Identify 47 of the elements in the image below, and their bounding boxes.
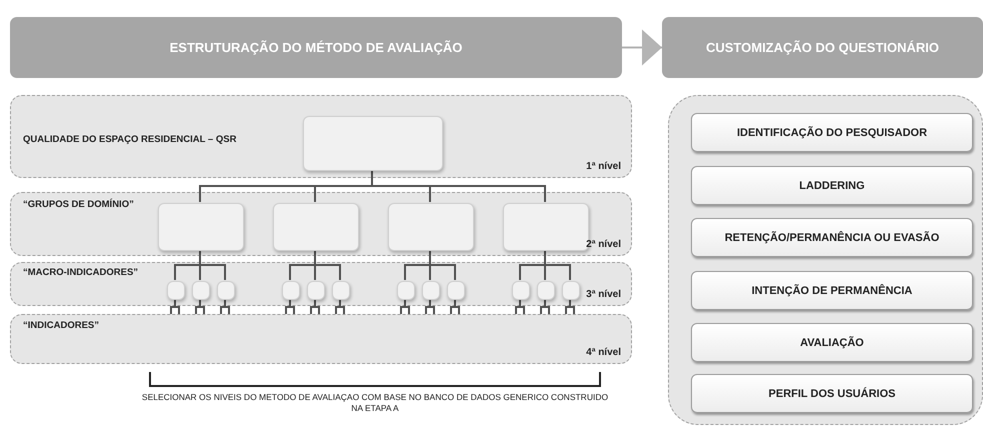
- empty-box: [332, 281, 350, 300]
- empty-box: [512, 281, 530, 300]
- level-title: “MACRO-INDICADORES”: [23, 267, 138, 278]
- empty-box: [273, 203, 359, 251]
- item-box: [691, 166, 973, 205]
- empty-box: [562, 281, 580, 300]
- empty-box: [303, 116, 443, 171]
- level-number: 4ª nível: [586, 347, 621, 358]
- empty-box: [537, 281, 555, 300]
- item-label: INTENÇÃO DE PERMANÊNCIA: [752, 284, 912, 296]
- empty-box: [282, 281, 300, 300]
- header-title: ESTRUTURAÇÃO DO MÉTODO DE AVALIAÇÃO: [170, 40, 462, 55]
- level-band: [10, 262, 632, 306]
- item-label: RETENÇÃO/PERMANÊNCIA OU EVASÃO: [724, 232, 940, 244]
- level-band: [10, 95, 632, 178]
- item-label: LADDERING: [799, 180, 865, 192]
- empty-box: [192, 281, 210, 300]
- item-box: [691, 374, 973, 413]
- level-number: 1ª nível: [586, 161, 621, 172]
- empty-box: [217, 281, 235, 300]
- item-label: IDENTIFICAÇÃO DO PESQUISADOR: [736, 126, 928, 138]
- level-title: QUALIDADE DO ESPAÇO RESIDENCIAL – QSR: [23, 134, 236, 145]
- level-number: 2ª nível: [586, 239, 621, 250]
- empty-box: [397, 281, 415, 300]
- item-box: [691, 271, 973, 310]
- empty-box: [158, 203, 244, 251]
- item-label: AVALIAÇÃO: [800, 336, 864, 348]
- level-title: “GRUPOS DE DOMÍNIO”: [23, 199, 134, 210]
- item-box: [691, 323, 973, 362]
- empty-box: [388, 203, 474, 251]
- empty-box: [447, 281, 465, 300]
- item-box: [691, 113, 973, 152]
- level-band: [10, 192, 632, 256]
- empty-box: [167, 281, 185, 300]
- note-text: SELECIONAR OS NIVEIS DO METODO DE AVALIAÇAO COM BASE NO BANCO DE DADOS GENERICO CONSTRUIDO NA ETAPA A: [140, 392, 610, 414]
- header-banner: [10, 17, 622, 78]
- empty-box: [422, 281, 440, 300]
- item-label: PERFIL DOS USUÁRIOS: [768, 388, 896, 400]
- level-title: “INDICADORES”: [23, 320, 100, 331]
- header-banner: [662, 17, 983, 78]
- panel: [668, 95, 983, 425]
- chevron-arrow: [622, 30, 662, 66]
- item-box: [691, 218, 973, 257]
- level-number: 3ª nível: [586, 289, 621, 300]
- level-band: [10, 314, 632, 364]
- empty-box: [307, 281, 325, 300]
- header-title: CUSTOMIZAÇÃO DO QUESTIONÁRIO: [706, 40, 940, 55]
